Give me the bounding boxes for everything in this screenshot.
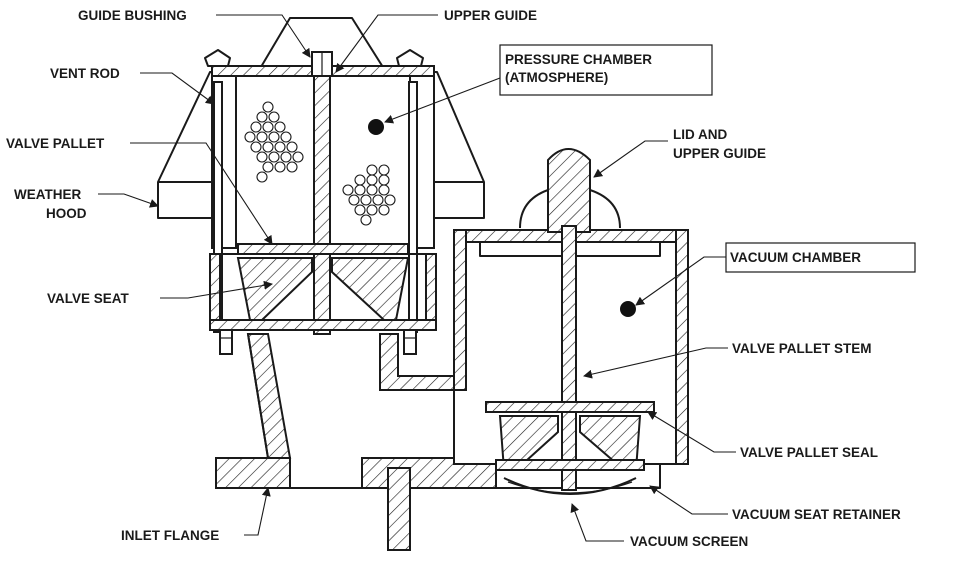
pressure-chamber-body (204, 49, 435, 333)
screen-perforations-left (244, 101, 304, 183)
label-inlet-flange: INLET FLANGE (121, 528, 219, 543)
label-valve-pallet-seal: VALVE PALLET SEAL (740, 445, 878, 460)
pressure-valve-seat (209, 253, 437, 355)
pressure-chamber-label-box (499, 44, 713, 96)
label-guide-bushing: GUIDE BUSHING (78, 8, 187, 23)
pressure-chamber-indicator-dot (368, 119, 384, 135)
screen-perforations-right (342, 164, 396, 226)
callout-labels: GUIDE BUSHING UPPER GUIDE VENT ROD PRESS… (6, 8, 901, 549)
pressure-valve-stem (311, 51, 333, 335)
label-valve-pallet: VALVE PALLET (6, 136, 105, 151)
vacuum-chamber-indicator-dot (620, 301, 636, 317)
vacuum-chamber (453, 148, 689, 495)
pressure-valve-pallet (237, 243, 409, 255)
label-vacuum-screen: VACUUM SCREEN (630, 534, 748, 549)
label-lid-upper-guide-line1: LID AND (673, 127, 727, 142)
label-upper-guide: UPPER GUIDE (444, 8, 537, 23)
label-pressure-chamber-line2: (ATMOSPHERE) (505, 70, 608, 85)
label-pressure-chamber-line1: PRESSURE CHAMBER (505, 52, 652, 67)
label-vent-rod: VENT ROD (50, 66, 120, 81)
label-vacuum-seat-retainer: VACUUM SEAT RETAINER (732, 507, 901, 522)
label-valve-pallet-stem: VALVE PALLET STEM (732, 341, 872, 356)
label-weather-hood-line1: WEATHER (14, 187, 81, 202)
vacuum-chamber-label-box (725, 242, 916, 273)
leader-lines (98, 14, 736, 542)
label-weather-hood-line2: HOOD (46, 206, 87, 221)
label-vacuum-chamber: VACUUM CHAMBER (730, 250, 861, 265)
label-valve-seat: VALVE SEAT (47, 291, 130, 306)
inlet-body (215, 239, 661, 551)
label-lid-upper-guide-line2: UPPER GUIDE (673, 146, 766, 161)
